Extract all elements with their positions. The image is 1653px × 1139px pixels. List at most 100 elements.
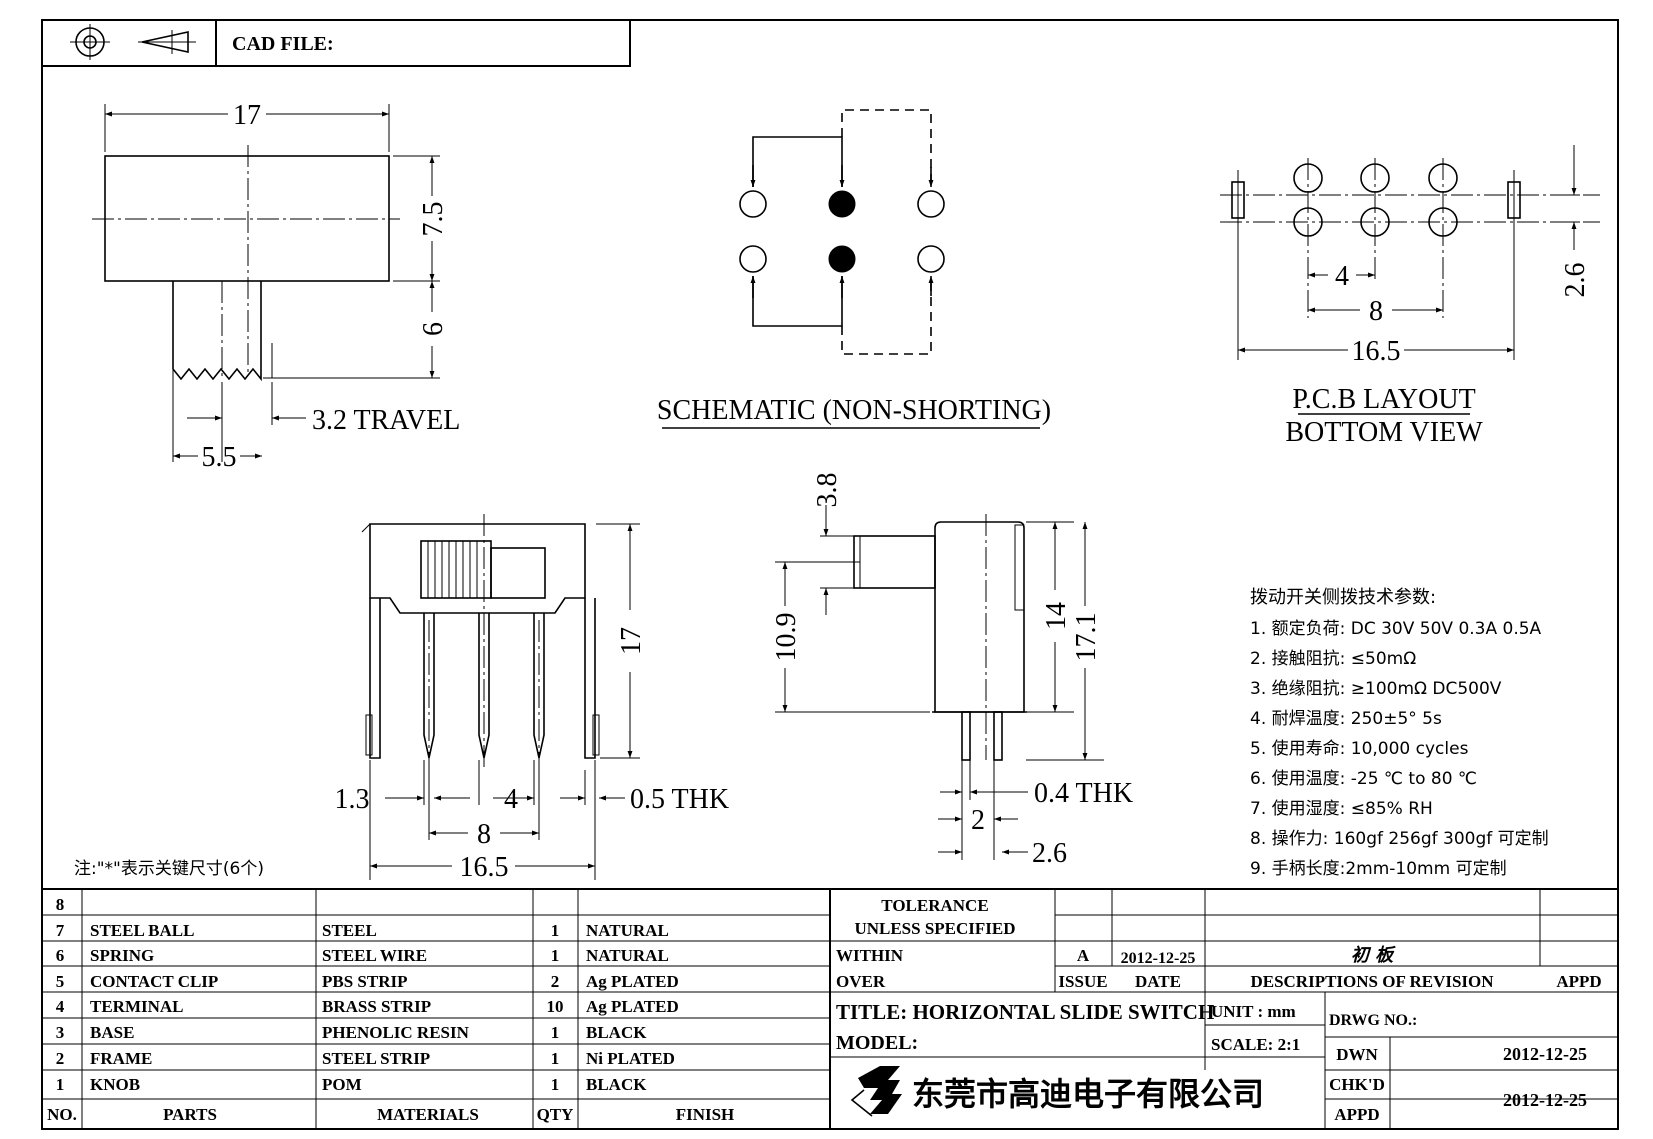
spec-item: 7. 使用湿度: ≤85% RH <box>1250 798 1433 819</box>
bom-row: 8 <box>56 895 65 914</box>
cad-file-label: CAD FILE: <box>232 33 334 55</box>
date-label: DATE <box>1135 972 1181 991</box>
bom-header-row: NO. PARTS MATERIALS QTY FINISH <box>47 1105 734 1124</box>
spec-item: 6. 使用温度: -25 ℃ to 80 ℃ <box>1250 768 1477 789</box>
appd-label: APPD <box>1556 972 1601 991</box>
bom-finish: Ag PLATED <box>586 997 679 1016</box>
model-label: MODEL: <box>836 1032 918 1054</box>
drawing-number-label: DRWG NO.: <box>1329 1012 1417 1029</box>
bom-material: STEEL STRIP <box>322 1049 430 1068</box>
pcb-dim-span: 8 <box>1369 296 1383 327</box>
tolerance-label: TOLERANCE <box>881 896 988 915</box>
dim-knob: 6 <box>418 322 449 336</box>
bom-qty: 1 <box>551 1075 560 1094</box>
bom-part: FRAME <box>90 1049 152 1068</box>
scale-label: SCALE: 2:1 <box>1211 1035 1300 1054</box>
bom-part: CONTACT CLIP <box>90 972 218 991</box>
front-dim-height: 17 <box>616 627 647 655</box>
bom-part: STEEL BALL <box>90 921 194 940</box>
unit-label: UNIT : mm <box>1211 1002 1296 1021</box>
bom-qty: 10 <box>547 997 564 1016</box>
bom-qty: 2 <box>551 972 560 991</box>
bom-qty: 1 <box>551 1049 560 1068</box>
bom-qty: 1 <box>551 1023 560 1042</box>
bom-material: STEEL WIRE <box>322 946 427 965</box>
pcb-dim-total: 16.5 <box>1352 336 1401 367</box>
revision-description-label: DESCRIPTIONS OF REVISION <box>1250 972 1494 991</box>
spec-item: 1. 额定负荷: DC 30V 50V 0.3A 0.5A <box>1250 619 1542 639</box>
spec-item: 8. 操作力: 160gf 256gf 300gf 可定制 <box>1250 829 1549 849</box>
pcb-dim-pitch: 4 <box>1335 261 1349 292</box>
end-view: 3.8 10.9 14 17.1 0.4 THK 2 2.6 <box>771 473 1133 870</box>
projection-symbol-icon <box>70 24 196 60</box>
tolerance-unless-label: UNLESS SPECIFIED <box>854 919 1015 938</box>
pcb-title-line2: BOTTOM VIEW <box>1285 417 1483 448</box>
spec-item: 9. 手柄长度:2mm-10mm 可定制 <box>1250 859 1507 879</box>
issue-label: ISSUE <box>1058 972 1107 991</box>
chkd-date: 2012-12-25 <box>1503 1090 1587 1110</box>
bom-no: 8 <box>56 895 65 914</box>
bom-qty: 1 <box>551 946 560 965</box>
bom-finish: BLACK <box>586 1023 647 1042</box>
spec-item: 4. 耐焊温度: 250±5° 5s <box>1250 709 1442 729</box>
bom-finish: BLACK <box>586 1075 647 1094</box>
bom-finish: Ag PLATED <box>586 972 679 991</box>
chkd-label: CHK'D <box>1329 1075 1385 1094</box>
schematic-title: SCHEMATIC (NON-SHORTING) <box>657 395 1051 426</box>
bom-finish: NATURAL <box>586 946 669 965</box>
approval-label: APPD <box>1334 1105 1379 1124</box>
bom-row: 7 STEEL BALL STEEL 1 NATURAL <box>56 921 669 940</box>
side-view: 17 7.5 6 3.2 TRAVEL 5.5 <box>92 100 460 473</box>
drawing-title: TITLE: HORIZONTAL SLIDE SWITCH <box>836 1000 1214 1024</box>
pcb-title-line1: P.C.B LAYOUT <box>1292 384 1475 415</box>
revision-letter: A <box>1077 946 1090 965</box>
tolerance-within: WITHIN <box>836 946 904 965</box>
header-block: CAD FILE: <box>41 19 631 67</box>
bom-no: 1 <box>56 1075 65 1094</box>
specs-title: 拨动开关侧拨技术参数: <box>1250 587 1436 608</box>
revision-date: 2012-12-25 <box>1121 950 1196 967</box>
spec-item: 2. 接触阻抗: ≤50mΩ <box>1250 649 1416 669</box>
dim-width: 17 <box>233 100 261 131</box>
dim-travel: 3.2 TRAVEL <box>312 405 460 436</box>
dwn-label: DWN <box>1336 1045 1378 1064</box>
tolerance-over: OVER <box>836 972 886 991</box>
bom-row: 2 FRAME STEEL STRIP 1 Ni PLATED <box>56 1049 675 1068</box>
bom-no: 4 <box>56 997 65 1016</box>
bom-header-finish: FINISH <box>676 1105 735 1124</box>
bom-material: PHENOLIC RESIN <box>322 1023 470 1042</box>
bom-finish: NATURAL <box>586 921 669 940</box>
end-dim-pin: 2 <box>971 805 985 836</box>
end-dim-body: 10.9 <box>771 613 802 662</box>
end-dim-pin2: 2.6 <box>1032 838 1067 869</box>
bom-row: 6 SPRING STEEL WIRE 1 NATURAL <box>56 946 669 965</box>
bom-no: 6 <box>56 946 65 965</box>
pcb-layout: 4 8 16.5 2.6 P.C.B LAYOUT BOTTOM VIEW <box>1220 145 1600 448</box>
bom-row: 5 CONTACT CLIP PBS STRIP 2 Ag PLATED <box>56 972 679 991</box>
schematic: SCHEMATIC (NON-SHORTING) <box>657 109 1051 429</box>
bom-qty: 1 <box>551 921 560 940</box>
bom-no: 2 <box>56 1049 65 1068</box>
front-dim-span: 8 <box>477 819 491 850</box>
end-dim-h171: 17.1 <box>1071 613 1102 662</box>
bom-header-qty: QTY <box>537 1105 574 1124</box>
bom-no: 5 <box>56 972 65 991</box>
front-dim-pitch: 4 <box>504 784 518 815</box>
front-dim-left: 1.3 <box>335 784 370 815</box>
bom-material: STEEL <box>322 921 377 940</box>
bom-material: POM <box>322 1075 362 1094</box>
bom-no: 3 <box>56 1023 65 1042</box>
bom-material: BRASS STRIP <box>322 997 431 1016</box>
spec-item: 3. 绝缘阻抗: ≥100mΩ DC500V <box>1250 679 1502 699</box>
end-dim-thk: 0.4 THK <box>1034 778 1133 809</box>
bom-part: SPRING <box>90 946 154 965</box>
bom-header-material: MATERIALS <box>377 1105 479 1124</box>
bom-row: 1 KNOB POM 1 BLACK <box>56 1075 647 1094</box>
front-dim-total: 16.5 <box>460 852 509 883</box>
revision-description: 初 板 <box>1351 945 1396 966</box>
bom-part: KNOB <box>90 1075 140 1094</box>
end-dim-h14: 14 <box>1041 602 1072 630</box>
bom-row: 3 BASE PHENOLIC RESIN 1 BLACK <box>56 1023 647 1042</box>
specs-block: 拨动开关侧拨技术参数: 1. 额定负荷: DC 30V 50V 0.3A 0.5… <box>1250 587 1549 879</box>
